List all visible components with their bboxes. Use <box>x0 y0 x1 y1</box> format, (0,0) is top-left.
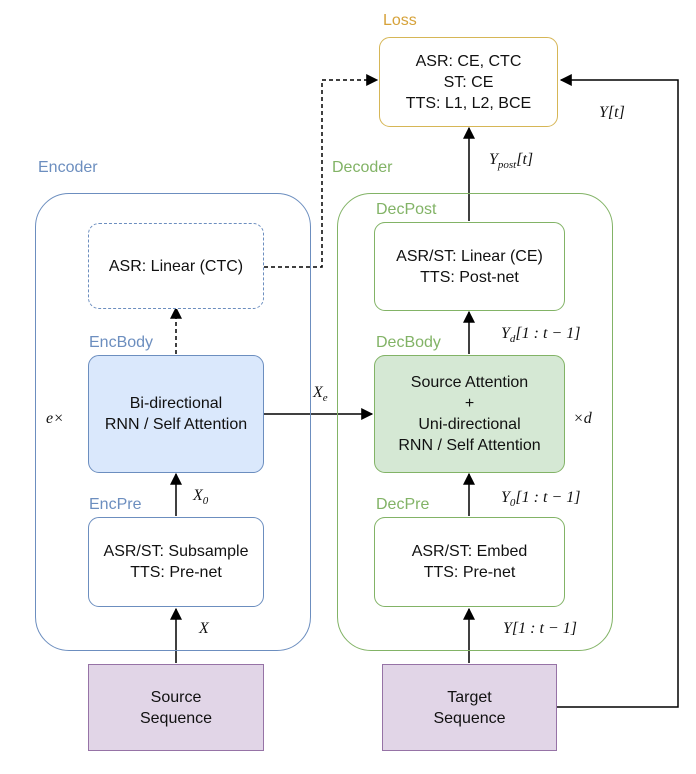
enc-body-line-1: Bi-directional <box>129 395 223 412</box>
dec-post-line-2: TTS: Post-net <box>420 268 519 286</box>
y-t-label: Y[t] <box>599 104 625 122</box>
asr-linear-text: ASR: Linear (CTC) <box>108 257 244 275</box>
encoder-label: Encoder <box>38 159 98 176</box>
dec-body-line-2: + <box>464 395 475 412</box>
decoder-group <box>337 193 613 651</box>
enc-pre-line-2: TTS: Pre-net <box>130 564 222 581</box>
source-line-2: Sequence <box>139 709 213 727</box>
enc-body-line-2: RNN / Self Attention <box>104 416 248 433</box>
y-post-tail: [t] <box>516 151 534 168</box>
target-sequence-box: Target Sequence <box>382 664 557 751</box>
decpost-label: DecPost <box>376 201 437 218</box>
xe-sub: e <box>322 392 328 405</box>
source-sequence-box: Source Sequence <box>88 664 264 751</box>
y-1-text: Y[1 : t − 1] <box>503 620 577 637</box>
decpre-label: DecPre <box>376 496 430 513</box>
e-times-label: e× <box>46 410 64 428</box>
loss-line-2: ST: CE <box>443 73 494 91</box>
y-post-label: Ypost[t] <box>489 151 533 174</box>
x0-sub: 0 <box>202 495 209 508</box>
edge-asr-linear-to-loss <box>264 74 379 268</box>
d-times-label: ×d <box>573 410 592 428</box>
y-post-sub: post <box>497 159 517 172</box>
enc-body-box: Bi-directional RNN / Self Attention <box>88 355 264 473</box>
decbody-label: DecBody <box>376 334 441 351</box>
dec-body-box: Source Attention + Uni-directional RNN /… <box>374 355 565 473</box>
x0-base: X <box>193 487 203 504</box>
decoder-label: Decoder <box>332 159 393 176</box>
y-d-base: Y <box>501 325 510 342</box>
dec-body-line-4: RNN / Self Attention <box>398 437 541 454</box>
enc-pre-box: ASR/ST: Subsample TTS: Pre-net <box>88 517 264 607</box>
d-times-text: ×d <box>573 410 592 427</box>
dec-pre-line-2: TTS: Pre-net <box>423 564 516 581</box>
encbody-label: EncBody <box>89 334 154 351</box>
target-line-2: Sequence <box>433 709 506 727</box>
source-line-1: Source <box>150 688 202 706</box>
y-0-label: Y0[1 : t − 1] <box>501 489 580 512</box>
y-0-sub: 0 <box>509 497 516 510</box>
loss-label: Loss <box>383 12 417 29</box>
y-t-text: Y[t] <box>599 104 625 121</box>
asr-linear-ctc-box: ASR: Linear (CTC) <box>88 223 264 309</box>
dec-body-line-3: Uni-directional <box>418 416 521 433</box>
edge-target-to-loss <box>557 74 679 708</box>
dec-post-line-1: ASR/ST: Linear (CE) <box>396 247 543 265</box>
loss-line-3: TTS: L1, L2, BCE <box>405 94 532 112</box>
y-0-base: Y <box>501 489 510 506</box>
enc-pre-line-1: ASR/ST: Subsample <box>103 543 249 560</box>
dec-body-line-1: Source Attention <box>410 374 529 391</box>
x-text: X <box>199 620 209 637</box>
y-d-tail: [1 : t − 1] <box>515 325 581 342</box>
y-0-tail: [1 : t − 1] <box>515 489 581 506</box>
y-post-base: Y <box>489 151 498 168</box>
x-label: X <box>199 620 209 638</box>
dec-pre-box: ASR/ST: Embed TTS: Pre-net <box>374 517 565 607</box>
y-d-sub: d <box>509 333 516 346</box>
loss-box: ASR: CE, CTC ST: CE TTS: L1, L2, BCE <box>379 37 558 127</box>
loss-line-1: ASR: CE, CTC <box>415 52 522 70</box>
dec-pre-line-1: ASR/ST: Embed <box>411 543 528 560</box>
dec-post-box: ASR/ST: Linear (CE) TTS: Post-net <box>374 222 565 311</box>
xe-base: X <box>313 384 323 401</box>
target-line-1: Target <box>447 688 492 706</box>
y-d-label: Yd[1 : t − 1] <box>501 325 580 348</box>
xe-label: Xe <box>313 384 328 407</box>
e-times-text: e× <box>46 410 64 427</box>
y-1-label: Y[1 : t − 1] <box>503 620 577 638</box>
x0-label: X0 <box>193 487 208 510</box>
encoder-group <box>35 193 311 651</box>
encpre-label: EncPre <box>89 496 142 513</box>
